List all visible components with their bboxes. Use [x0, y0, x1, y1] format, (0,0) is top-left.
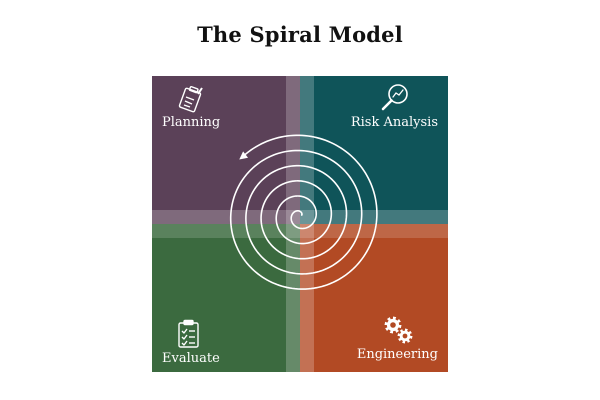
- planning-quadrant: [152, 76, 300, 224]
- engineering-label: Engineering: [357, 347, 438, 362]
- spiral-diagram: Planning Risk Analysis Evaluate Engineer…: [152, 76, 448, 372]
- checklist-icon: [178, 319, 199, 348]
- evaluate-quadrant: [152, 224, 300, 372]
- planning-label: Planning: [162, 115, 220, 130]
- gear-hole: [402, 333, 408, 339]
- spiral-line: [229, 134, 378, 290]
- vertical-axis-band: [286, 76, 314, 372]
- gear-hole: [390, 322, 396, 328]
- horizontal-axis-band-lower: [152, 224, 448, 238]
- page-title: The Spiral Model: [197, 22, 403, 47]
- horizontal-axis-band: [152, 210, 448, 224]
- evaluate-label: Evaluate: [162, 351, 220, 366]
- engineering-quadrant: [300, 224, 448, 372]
- spiral-arrowhead: [239, 151, 249, 160]
- risk-analysis-label: Risk Analysis: [351, 115, 438, 130]
- gears-icon: [384, 316, 413, 344]
- risk-analysis-quadrant: [300, 76, 448, 224]
- magnifier-chart-icon: [381, 84, 408, 111]
- clipboard-pencil-icon: [178, 85, 203, 113]
